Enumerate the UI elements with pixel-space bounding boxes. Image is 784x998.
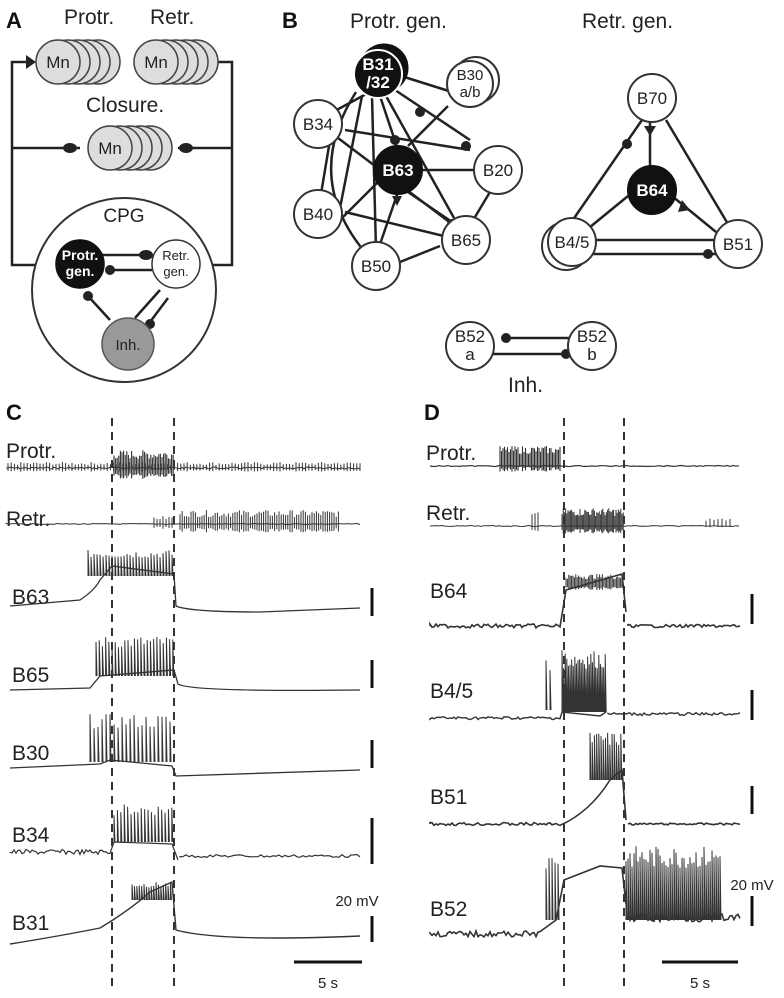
b64-label: B64 — [636, 181, 668, 200]
d-trace-protr — [429, 464, 740, 468]
b52b-label-1: B52 — [577, 327, 607, 346]
retr-label: Retr. — [150, 6, 194, 29]
inh-network: B52 a B52 b Inh. — [445, 321, 617, 397]
d-trace-label-b64: B64 — [430, 580, 468, 603]
b52a-label-1: B52 — [455, 327, 485, 346]
closure-label: Closure. — [86, 94, 164, 117]
b34-label: B34 — [303, 115, 333, 134]
c-trace-retr-burst — [153, 510, 339, 533]
closure-mn-label: Mn — [98, 139, 122, 158]
c-trace-b30-spikes — [89, 714, 172, 763]
b20-label: B20 — [483, 161, 513, 180]
b52a-label-2: a — [465, 345, 475, 364]
cpg-circle: CPG Protr. gen. Retr. gen. Inh. — [31, 197, 217, 383]
d-trace-label-b45: B4/5 — [430, 680, 473, 703]
c-trace-b30 — [9, 759, 361, 777]
retr-motoneurons: Mn — [133, 39, 219, 85]
c-trace-protr-burst — [113, 450, 174, 479]
c-trace-b65-spikes — [95, 637, 175, 677]
c-trace-label-b34: B34 — [12, 824, 50, 847]
c-trace-b63 — [9, 565, 361, 613]
d-trace-b45-spikes — [545, 650, 607, 713]
d-trace-protr-burst — [499, 446, 561, 472]
b45-label: B4/5 — [555, 233, 590, 252]
d-time-scale: 5 s — [690, 975, 710, 992]
d-trace-b64 — [429, 572, 741, 630]
b30-label-2: a/b — [460, 84, 481, 101]
d-trace-b51-spikes — [589, 732, 623, 781]
protr-motoneurons: Mn — [35, 39, 121, 85]
c-trace-protr — [5, 462, 361, 472]
protr-gen-label-2: gen. — [66, 263, 95, 279]
c-trace-retr — [5, 522, 361, 526]
protr-label: Protr. — [64, 6, 114, 29]
inh-title: Inh. — [508, 374, 543, 397]
b70-label: B70 — [637, 89, 667, 108]
b51-label: B51 — [723, 235, 753, 254]
retr-network-connections — [568, 119, 730, 256]
retr-gen-title: Retr. gen. — [582, 10, 673, 33]
c-trace-b63-spikes — [87, 550, 174, 577]
protr-mn-label: Mn — [46, 53, 70, 72]
panel-label-d: D — [424, 400, 440, 425]
d-trace-label-b51: B51 — [430, 786, 467, 809]
c-voltage-scale: 20 mV — [335, 893, 378, 910]
c-time-scale: 5 s — [318, 975, 338, 992]
retr-gen-node — [151, 239, 201, 289]
retr-mn-label: Mn — [144, 53, 168, 72]
b63-label: B63 — [382, 161, 413, 180]
c-trace-b65 — [9, 669, 361, 692]
panel-label-c: C — [6, 400, 22, 425]
c-trace-b31-spikes — [131, 882, 172, 901]
b65-label: B65 — [451, 231, 481, 250]
b50-label: B50 — [361, 257, 391, 276]
retr-network-synapses — [622, 126, 713, 259]
d-trace-retr-burst — [531, 508, 731, 534]
d-trace-b52-spikes — [545, 846, 722, 921]
c-scale-bars — [294, 588, 374, 964]
c-trace-b34-spikes — [113, 804, 174, 843]
d-voltage-scale: 20 mV — [730, 877, 773, 894]
retr-gen-label-1: Retr. — [162, 248, 189, 263]
c-trace-label-b65: B65 — [12, 664, 49, 687]
panel-label-b: B — [282, 8, 298, 33]
b30-label-1: B30 — [457, 67, 484, 84]
b31-label-2: /32 — [366, 73, 390, 92]
protr-gen-title: Protr. gen. — [350, 10, 447, 33]
retr-network-nodes: B70 B64 B4/5 B51 — [541, 73, 763, 271]
cpg-label: CPG — [103, 206, 144, 227]
panel-c-traces — [5, 450, 361, 945]
retr-gen-label-2: gen. — [163, 264, 188, 279]
b31-label-1: B31 — [362, 55, 393, 74]
panel-d-traces — [429, 446, 741, 939]
protr-gen-label-1: Protr. — [62, 247, 99, 263]
d-scale-bars — [662, 594, 754, 964]
protr-network-nodes: B31 /32 B30 a/b B34 B63 B20 B40 B65 B50 — [293, 43, 523, 291]
inh-node — [101, 317, 155, 371]
panel-label-a: A — [6, 8, 22, 33]
protr-gen-node — [55, 239, 105, 289]
c-trace-b31 — [9, 880, 361, 945]
d-trace-label-retr: Retr. — [426, 502, 470, 525]
protr-network-connections — [317, 68, 492, 266]
c-trace-label-b31: B31 — [12, 912, 49, 935]
d-trace-label-b52: B52 — [430, 898, 467, 921]
d-trace-b64-burst — [565, 574, 623, 590]
c-trace-label-retr: Retr. — [6, 508, 50, 531]
c-trace-label-protr: Protr. — [6, 440, 56, 463]
inh-label-a: Inh. — [115, 337, 140, 354]
b52b-label-2: b — [587, 345, 596, 364]
c-trace-label-b30: B30 — [12, 742, 49, 765]
d-trace-label-protr: Protr. — [426, 442, 476, 465]
d-trace-b51 — [429, 768, 741, 827]
d-trace-b45 — [429, 711, 741, 721]
closure-motoneurons: Mn — [87, 125, 173, 171]
c-trace-b34 — [9, 841, 361, 861]
b40-label: B40 — [303, 205, 333, 224]
